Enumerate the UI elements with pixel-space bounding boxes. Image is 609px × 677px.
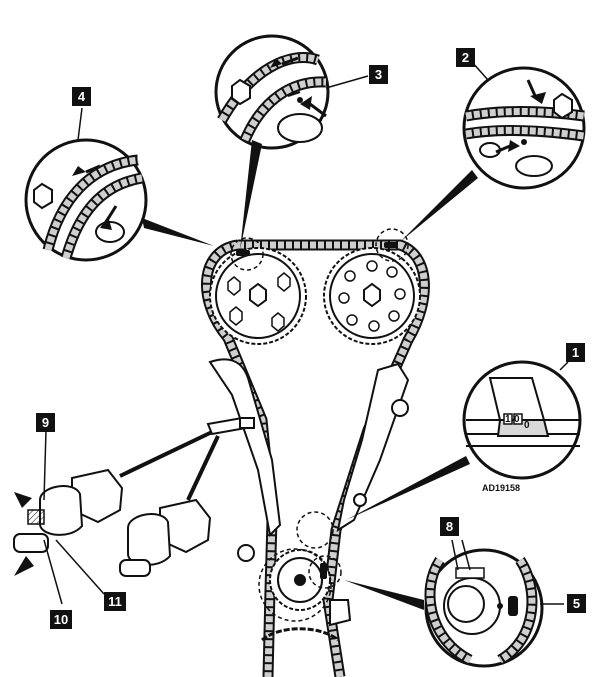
right-camshaft-sprocket [323,247,421,345]
callout-10: 10 [50,610,72,629]
right-timing-mark [384,242,398,248]
detail-circle-1: 1 0 0 [346,360,582,520]
right-timing-mark-ring [375,228,409,262]
left-camshaft-sprocket [209,247,307,345]
callout-3: 3 [369,65,388,84]
detail-circle-5 [344,539,564,668]
tensioner-guide-rail [208,358,282,562]
callout-1: 1 [566,343,585,362]
left-timing-mark-ring [230,237,264,271]
fixed-guide-rail [336,362,410,533]
figure-reference-code: AD19158 [482,483,521,493]
left-timing-mark [236,250,250,256]
detail-1-mark-c: 0 [524,420,530,431]
detail-1-mark-b: 0 [514,414,520,425]
detail-1-mark-a: 1 [505,414,511,425]
callout-5: 5 [567,594,586,613]
callout-2: 2 [456,48,475,67]
callout-11: 11 [104,592,126,611]
detail-circle-3 [214,34,369,250]
detail-circle-4 [24,107,214,262]
crankshaft-sprocket [258,511,352,642]
callout-9: 9 [36,413,55,432]
callout-8: 8 [440,517,459,536]
tensioner-assembly [13,416,255,605]
detail-circle-2 [400,61,586,242]
callout-4: 4 [72,87,91,106]
